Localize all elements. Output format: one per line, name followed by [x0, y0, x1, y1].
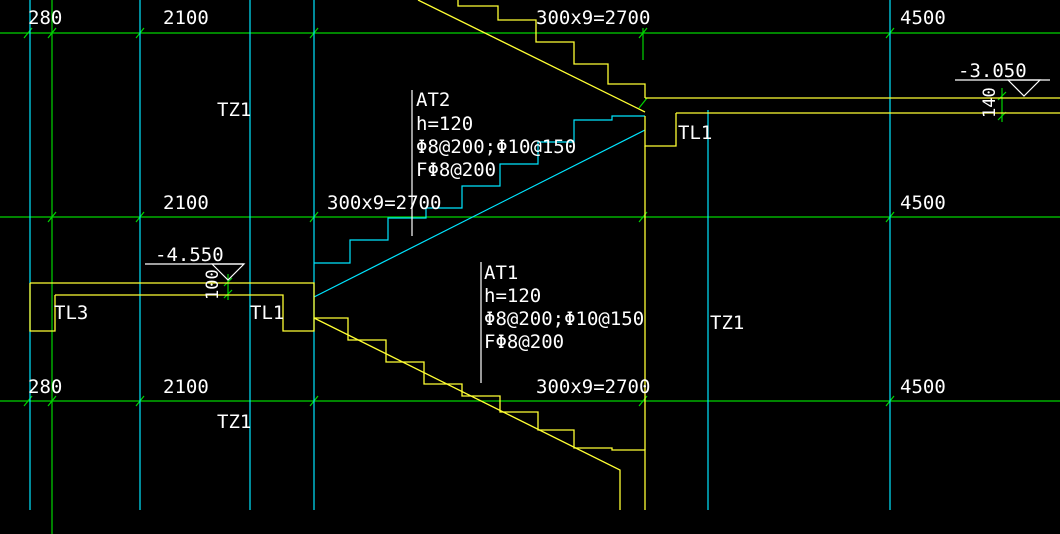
at2-thickness: h=120: [416, 113, 473, 135]
dim-bottom-mid: 2100: [163, 376, 209, 398]
column-tz1-lower: TZ1: [217, 411, 251, 433]
axis-lines: [29, 0, 891, 510]
elevation-upper: -3.050: [958, 60, 1027, 82]
beam-tl1-lower: TL1: [250, 302, 284, 324]
dim-bottom-left: 280: [28, 376, 62, 398]
at2-top-rebar: Φ8@200;Φ10@150: [416, 136, 576, 158]
beam-tl1-upper: TL1: [678, 122, 712, 144]
dim-run-top: 300x9=2700: [536, 7, 650, 29]
dim-bottom-right: 4500: [900, 376, 946, 398]
beam-tl3: TL3: [54, 302, 88, 324]
dim-run-bottom: 300x9=2700: [536, 376, 650, 398]
slab-thickness-lower: 100: [203, 269, 223, 300]
dim-upper-mid: 2100: [163, 192, 209, 214]
at2-name: AT2: [416, 89, 450, 111]
elevation-lower: -4.550: [155, 244, 224, 266]
at1-thickness: h=120: [484, 285, 541, 307]
level-marker-upper: [955, 79, 1050, 97]
column-tz1-right: TZ1: [710, 312, 744, 334]
dim-run-middle: 300x9=2700: [327, 192, 441, 214]
at2-distribution: FΦ8@200: [416, 159, 496, 181]
at2-flight-outline: [313, 115, 646, 298]
dim-top-right: 4500: [900, 7, 946, 29]
structure-outline: [29, 0, 1060, 510]
at1-name: AT1: [484, 262, 518, 284]
annotation-leaders: [411, 90, 482, 383]
dim-upper-right: 4500: [900, 192, 946, 214]
dim-top-mid: 2100: [163, 7, 209, 29]
at1-top-rebar: Φ8@200;Φ10@150: [484, 308, 644, 330]
column-tz1-upper: TZ1: [217, 99, 251, 121]
at1-distribution: FΦ8@200: [484, 331, 564, 353]
level-marker-lower: [145, 263, 246, 281]
slab-thickness-upper: 140: [980, 87, 1000, 118]
dim-top-left: 280: [28, 7, 62, 29]
